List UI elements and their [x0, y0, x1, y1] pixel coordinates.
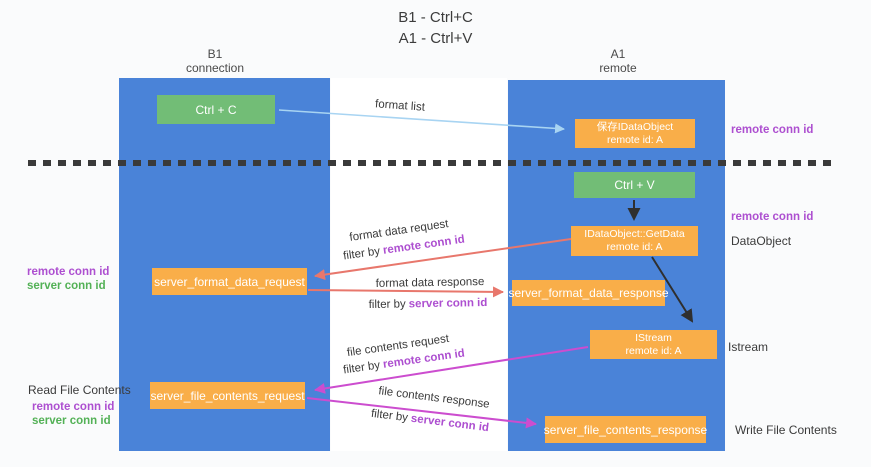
- server-conn-id-inline: server conn id: [408, 296, 488, 311]
- server-format-data-response-box: server_format_data_response: [508, 280, 669, 306]
- right-column-name: A1: [610, 47, 626, 61]
- left-column-header: B1 connection: [135, 47, 295, 75]
- istream-side-label: Istream: [728, 340, 769, 354]
- ctrl-c-box: Ctrl + C: [157, 95, 275, 124]
- read-file-contents-label: Read File Contents: [28, 383, 131, 397]
- dataobject-label: DataObject: [731, 234, 792, 248]
- idataobject-getdata-box: IDataObject::GetData remote id: A: [571, 226, 698, 256]
- remote-conn-id-label-left2: remote conn id: [32, 401, 115, 413]
- server-file-contents-response-label: server_file_contents_response: [543, 422, 708, 437]
- title-line-1: B1 - Ctrl+C: [398, 9, 473, 26]
- save-idataobject-line2: remote id: A: [606, 133, 664, 146]
- server-conn-id-label-left2: server conn id: [32, 415, 111, 427]
- remote-conn-id-label-left1: remote conn id: [27, 266, 110, 278]
- write-file-contents-label: Write File Contents: [735, 423, 837, 437]
- istream-line2: remote id: A: [625, 344, 682, 357]
- server-file-contents-response-box: server_file_contents_response: [543, 416, 708, 443]
- right-column-role: remote: [599, 61, 637, 75]
- left-column-name: B1: [207, 47, 223, 61]
- right-column-header: A1 remote: [538, 47, 698, 75]
- getdata-line2: remote id: A: [606, 241, 663, 253]
- diagram-title: B1 - Ctrl+C A1 - Ctrl+V: [280, 7, 591, 49]
- title-line-2: A1 - Ctrl+V: [398, 30, 473, 47]
- filter-by-text: filter by: [368, 298, 406, 312]
- server-file-contents-request-box: server_file_contents_request: [150, 382, 305, 409]
- istream-box: IStream remote id: A: [590, 330, 717, 359]
- ctrl-c-label: Ctrl + C: [195, 102, 237, 117]
- server-conn-id-label-left1: server conn id: [27, 280, 106, 292]
- server-format-data-request-box: server_format_data_request: [152, 268, 307, 295]
- save-idataobject-box: 保存IDataObject remote id: A: [575, 119, 695, 148]
- format-data-response-label: format data response: [375, 276, 485, 290]
- phase-separator-dashed-line: [28, 160, 831, 166]
- getdata-line1: IDataObject::GetData: [584, 228, 685, 240]
- server-format-data-request-label: server_format_data_request: [154, 274, 305, 289]
- ctrl-v-box: Ctrl + V: [574, 172, 695, 198]
- server-format-data-response-label: server_format_data_response: [508, 286, 669, 300]
- server-file-contents-request-label: server_file_contents_request: [150, 388, 305, 403]
- istream-line1: IStream: [635, 331, 672, 344]
- save-idataobject-line1: 保存IDataObject: [596, 120, 674, 133]
- left-column-role: connection: [185, 61, 245, 75]
- remote-conn-id-label-mid: remote conn id: [731, 211, 814, 223]
- ctrl-v-label: Ctrl + V: [614, 178, 655, 192]
- remote-conn-id-label-top: remote conn id: [731, 124, 814, 136]
